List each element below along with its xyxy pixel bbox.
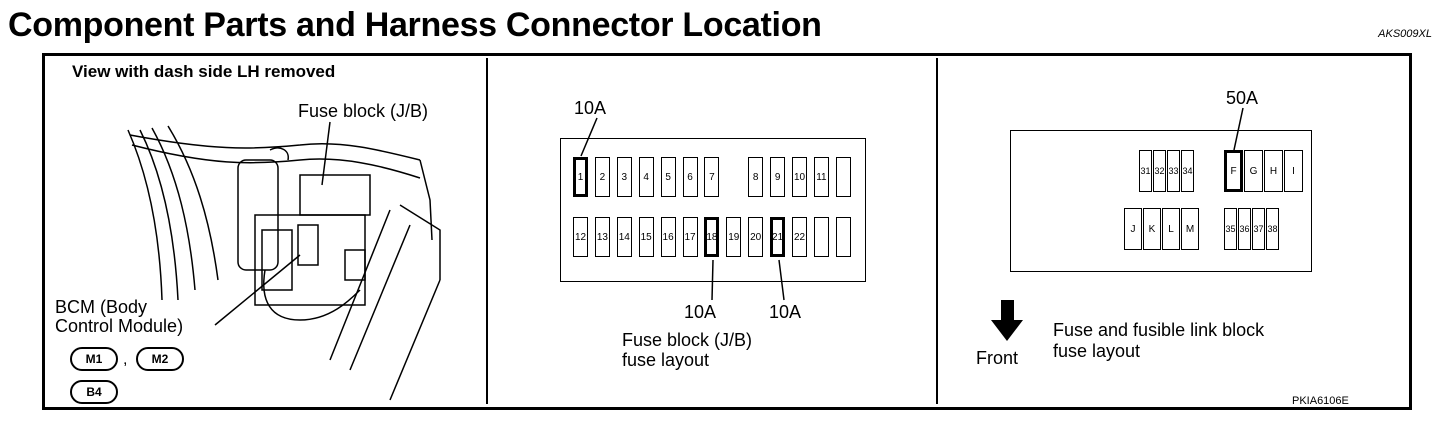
front-label: Front (976, 348, 1019, 368)
fusible-link-H: H (1264, 150, 1283, 192)
connector-badge-m2: M2 (136, 347, 184, 371)
jb-caption-line1: Fuse block (J/B) (622, 330, 753, 350)
panel-divider-left (486, 58, 488, 404)
fuse-9: 9 (770, 157, 786, 197)
fusible-link-G: G (1244, 150, 1263, 192)
fusible-link-31: 31 (1139, 150, 1152, 192)
page-title: Component Parts and Harness Connector Lo… (8, 6, 822, 44)
diagram-frame (42, 53, 1412, 410)
fl-caption-line1: Fuse and fusible link block (1053, 320, 1265, 340)
bcm-label-line1: BCM (Body (55, 297, 148, 317)
amp-label-bottom-right: 10A (769, 302, 802, 322)
fusible-link-36: 36 (1238, 208, 1251, 250)
fuse-12: 12 (573, 217, 588, 257)
fuse-16: 16 (660, 217, 676, 257)
fusible-link-37: 37 (1252, 208, 1265, 250)
amp-label-50a: 50A (1226, 88, 1259, 108)
fusible-link-38: 38 (1266, 208, 1279, 250)
fuse-17: 17 (682, 217, 698, 257)
fuse-10: 10 (792, 157, 807, 197)
fuse-21: 21 (770, 217, 786, 257)
fusible-link-L: L (1162, 208, 1180, 250)
fusible-link-K: K (1143, 208, 1161, 250)
fuse-15: 15 (638, 217, 654, 257)
fuse-18: 18 (704, 217, 720, 257)
fusible-link-block-outline (1010, 130, 1312, 272)
fusible-link-J: J (1124, 208, 1142, 250)
fuse-2: 2 (594, 157, 610, 197)
document-id: AKS009XL (1378, 28, 1432, 40)
fusible-link-33: 33 (1167, 150, 1180, 192)
fuse-7: 7 (704, 157, 720, 197)
fuse-spare (835, 217, 851, 257)
connector-separator: , (123, 351, 128, 368)
fuse-8: 8 (748, 157, 764, 197)
fusible-link-35: 35 (1224, 208, 1237, 250)
fl-caption-line2: fuse layout (1053, 341, 1141, 361)
fuse-22: 22 (792, 217, 807, 257)
fuse-6: 6 (682, 157, 698, 197)
fuse-14: 14 (616, 217, 632, 257)
bcm-label-line2: Control Module) (55, 316, 184, 336)
view-label: View with dash side LH removed (72, 62, 336, 81)
amp-label-top: 10A (574, 98, 607, 118)
jb-caption-line2: fuse layout (622, 350, 710, 370)
connector-badge-b4: B4 (70, 380, 118, 404)
fuse-19: 19 (726, 217, 742, 257)
connector-badge-m1: M1 (70, 347, 118, 371)
fuse-spare (813, 217, 829, 257)
fuse-4: 4 (638, 157, 654, 197)
fuse-13: 13 (594, 217, 610, 257)
fusible-link-M: M (1181, 208, 1199, 250)
fusible-link-F: F (1224, 150, 1243, 192)
fuse-5: 5 (660, 157, 676, 197)
fusible-link-32: 32 (1153, 150, 1166, 192)
fuse-20: 20 (748, 217, 764, 257)
fuse-spare (835, 157, 851, 197)
fusible-link-34: 34 (1181, 150, 1194, 192)
fusible-link-I: I (1284, 150, 1303, 192)
fuse-1: 1 (573, 157, 588, 197)
fuse-block-label: Fuse block (J/B) (298, 101, 429, 121)
figure-id: PKIA6106E (1292, 395, 1349, 407)
fuse-3: 3 (616, 157, 632, 197)
panel-divider-right (936, 58, 938, 404)
amp-label-bottom-left: 10A (684, 302, 717, 322)
fuse-11: 11 (813, 157, 829, 197)
